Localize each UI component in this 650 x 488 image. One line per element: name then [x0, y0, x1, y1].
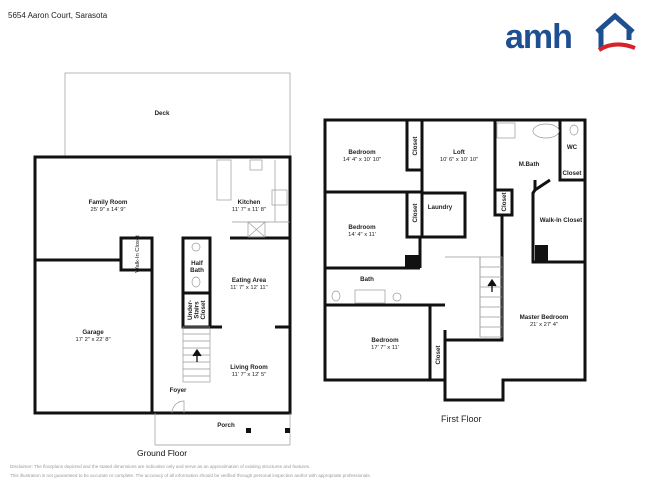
room-name-eating-area: Eating Area — [232, 277, 267, 284]
first-floor-plan: Bedroom 14' 4" x 10' 10" Closet Loft 10'… — [323, 118, 587, 402]
first-floor-label: First Floor — [441, 414, 482, 424]
porch-outline — [154, 413, 291, 446]
bathtub-icon — [354, 289, 386, 304]
room-dims-living-room: 11' 7" x 12' 5" — [232, 372, 267, 378]
room-name-closet2: Closet — [412, 204, 419, 223]
mbath-walls — [493, 120, 514, 217]
chimney-block — [405, 255, 420, 268]
room-name-half-bath: Half — [191, 260, 204, 267]
room-name-bath: Bath — [360, 276, 374, 283]
room-dims-bedroom3: 17' 7" x 11' — [371, 345, 399, 351]
chimney-block — [535, 245, 548, 262]
bathtub-icon — [532, 123, 560, 139]
kitchen-island — [216, 159, 232, 201]
room-name-kitchen: Kitchen — [238, 199, 261, 206]
room-name-garage: Garage — [82, 329, 104, 336]
under-stairs-closet-label: Under- Stairs Closet — [187, 300, 207, 320]
wc-walkin-walls — [531, 120, 585, 264]
room-name-bedroom3: Bedroom — [371, 337, 399, 344]
shower-icon — [496, 122, 516, 139]
room-name-walk-in-closet-first: Walk-In Closet — [540, 217, 582, 224]
ground-floor-plan: Deck Family Room 25' 9" x 14' 9" Kitchen… — [33, 72, 292, 446]
room-name-closet1: Closet — [412, 137, 419, 156]
bedroom1-walls — [325, 120, 424, 237]
room-name-wc-closet: Closet — [563, 170, 582, 177]
porch-post — [285, 428, 290, 433]
room-dims-loft: 10' 6" x 10' 10" — [440, 157, 478, 163]
room-name-foyer: Foyer — [170, 387, 187, 394]
swoosh-icon — [597, 42, 636, 52]
under-stairs-l3: Closet — [200, 301, 207, 320]
room-dims-master-bedroom: 21' x 27' 4" — [530, 322, 558, 328]
deck-outline — [64, 72, 291, 158]
toilet-icon — [569, 124, 579, 136]
room-name-mbath: M.Bath — [519, 161, 540, 168]
amh-logo: amh — [505, 12, 636, 54]
refrigerator — [247, 221, 266, 238]
toilet-icon — [191, 276, 201, 288]
room-name-closet3: Closet — [435, 346, 442, 365]
stairs-up-arrow-icon — [192, 348, 202, 362]
sink-icon — [191, 242, 201, 252]
stove-icon — [271, 189, 288, 206]
room-name-family-room: Family Room — [89, 199, 128, 206]
porch-post — [246, 428, 251, 433]
room-dims-kitchen: 11' 7" x 11' 8" — [232, 207, 266, 213]
room-name-bedroom2: Bedroom — [348, 224, 376, 231]
disclaimer-line-2: This illustration is not guaranteed to b… — [10, 473, 371, 478]
stair-treads — [445, 256, 502, 337]
room-name-laundry: Laundry — [428, 204, 453, 211]
room-name-bedroom1: Bedroom — [348, 149, 376, 156]
room-name-half-bath-2: Bath — [190, 267, 204, 274]
room-name-living-room: Living Room — [230, 364, 268, 371]
house-walls-icon — [598, 30, 632, 48]
room-dims-family-room: 25' 9" x 14' 9" — [90, 207, 125, 213]
stairs — [182, 326, 211, 383]
refrigerator-mark — [247, 221, 266, 238]
bedroom3-walls — [325, 303, 447, 380]
sink-icon — [249, 159, 263, 171]
sink-icon — [392, 292, 402, 302]
room-dims-bedroom1: 14' 4" x 10' 10" — [343, 157, 381, 163]
stairs-up-arrow-icon — [487, 278, 497, 292]
logo-text: amh — [505, 18, 572, 54]
room-dims-bedroom2: 14' 4" x 11' — [348, 232, 376, 238]
house-roof-icon — [595, 12, 635, 34]
ground-floor-label: Ground Floor — [137, 448, 188, 458]
disclaimer: Disclaimer: The floorplans depicted and … — [10, 462, 610, 480]
room-name-porch: Porch — [217, 422, 235, 429]
property-address: 5654 Aaron Court, Sarasota — [8, 11, 108, 20]
room-name-wc: WC — [567, 144, 578, 151]
disclaimer-line-1: Disclaimer: The floorplans depicted and … — [10, 464, 311, 469]
room-name-closet-mid: Closet — [501, 193, 508, 212]
under-stairs-l2: Stairs — [194, 301, 201, 319]
stair-wall — [445, 215, 504, 342]
room-name-deck: Deck — [155, 110, 170, 117]
laundry-walls — [405, 191, 467, 239]
under-stairs-l1: Under- — [187, 300, 194, 320]
room-dims-garage: 17' 2" x 22' 8" — [75, 337, 110, 343]
room-name-master-bedroom: Master Bedroom — [520, 314, 569, 321]
room-name-loft: Loft — [453, 149, 465, 156]
first-exterior-wall — [323, 118, 587, 402]
walk-in-closet-walls — [119, 236, 154, 272]
toilet-icon — [331, 290, 341, 302]
room-dims-eating-area: 11' 7" x 12' 11" — [230, 285, 267, 291]
room-name-walk-in-closet: Walk-In Closet — [135, 235, 141, 273]
front-door — [171, 400, 185, 414]
